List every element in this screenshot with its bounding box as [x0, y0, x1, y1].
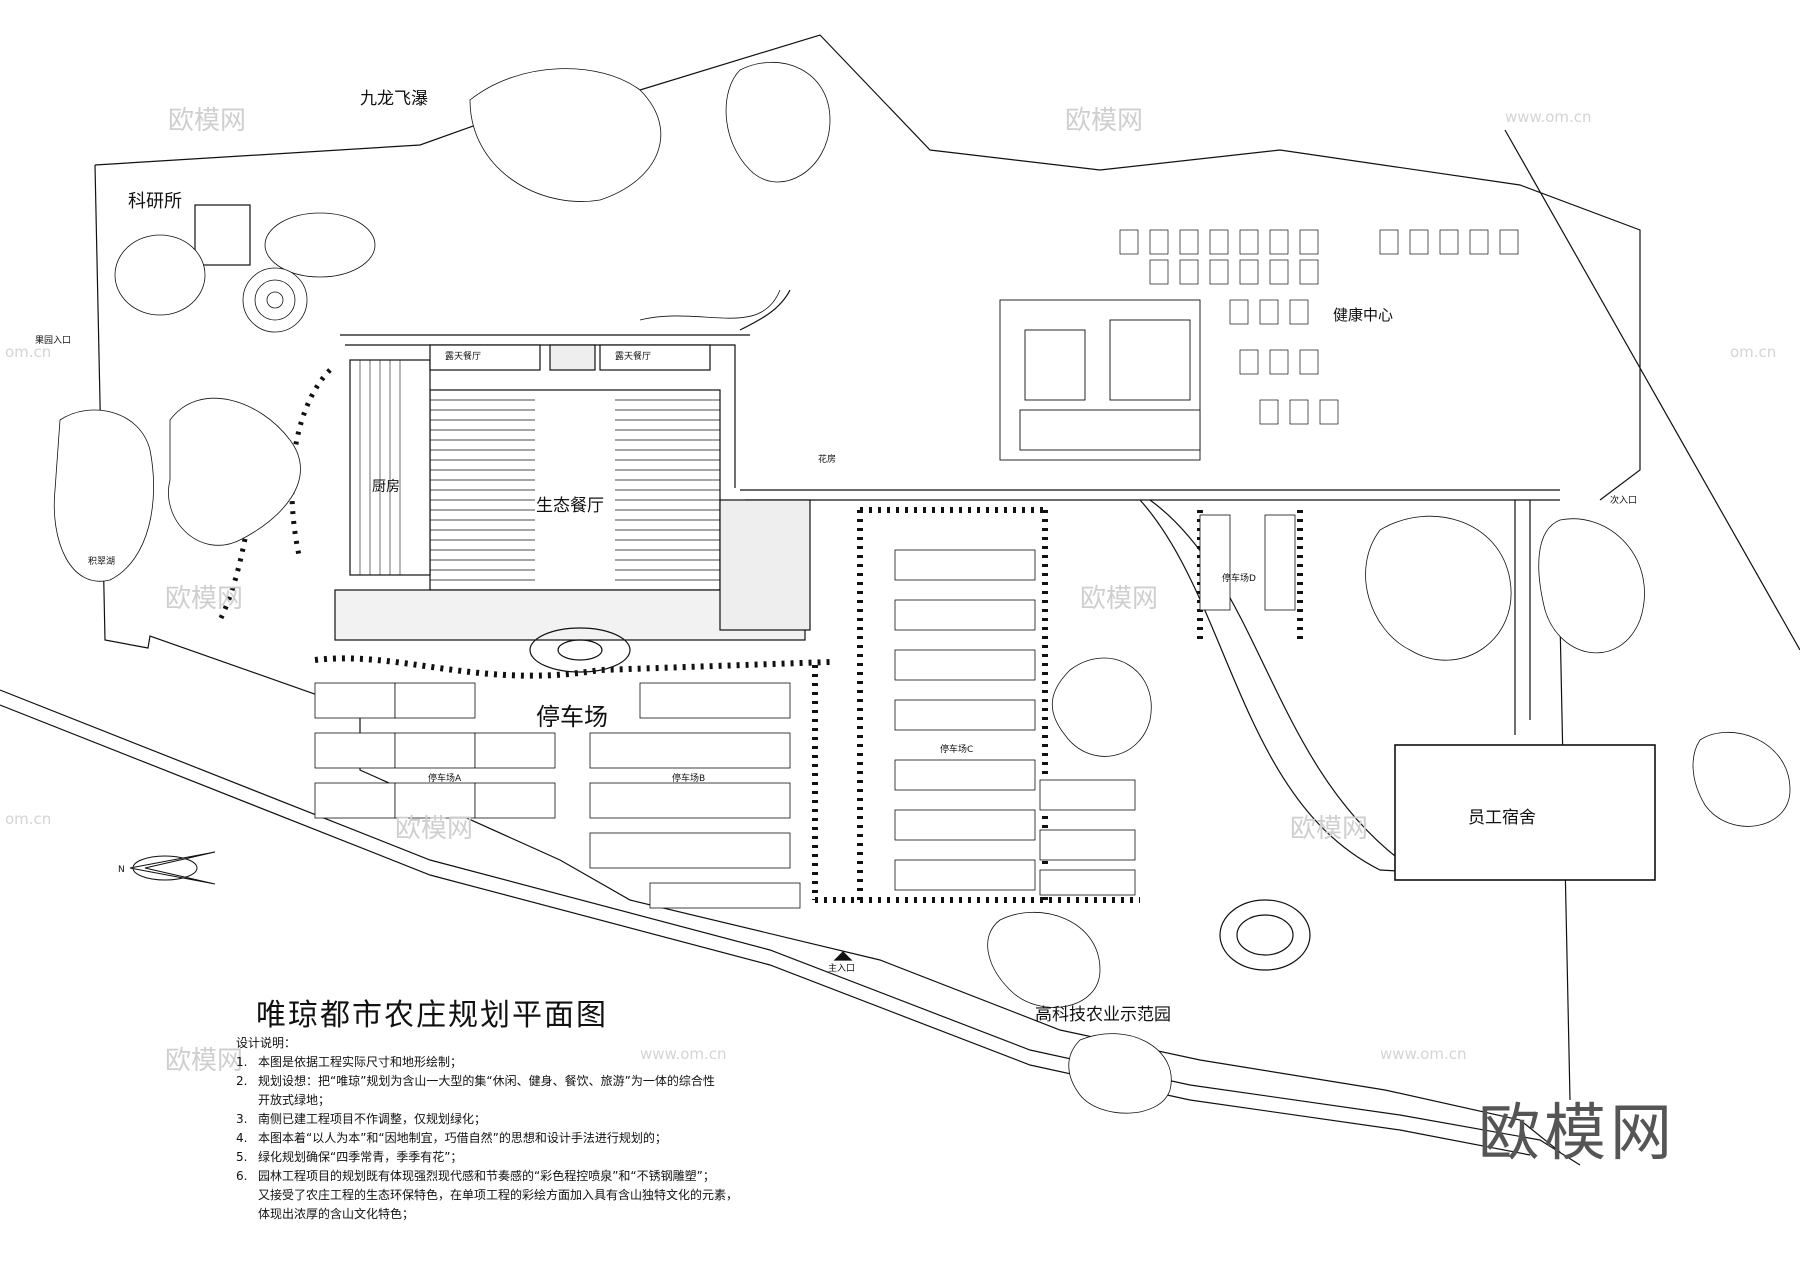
entrance-marker [833, 951, 853, 961]
note-text: 绿化规划确保“四季常青，季季有花”； [258, 1150, 463, 1164]
note-item: 4. 本图本着“以人为本”和“因地制宜，巧借自然”的思想和设计手法进行规划的； [236, 1129, 738, 1148]
label-parking-d: 停车场D [1222, 574, 1256, 584]
watermark-url: om.cn [1730, 343, 1777, 361]
villas [1119, 229, 1519, 425]
label-jiulong-waterfall: 九龙飞瀑 [360, 89, 428, 109]
label-jicui-lake: 积翠湖 [88, 557, 116, 567]
label-open-air-restaurant: 露天餐厅 [445, 352, 482, 362]
label-kitchen: 厨房 [372, 479, 400, 495]
note-number: 2. [236, 1074, 248, 1088]
research-building [194, 204, 251, 266]
watermark-url: www.om.cn [640, 1045, 727, 1063]
label-research-institute: 科研所 [125, 186, 185, 214]
label-parking-b: 停车场B [672, 774, 706, 784]
watermark-url: www.om.cn [1380, 1045, 1467, 1063]
label-secondary-entrance: 次入口 [1610, 496, 1638, 506]
restaurant-hatch [430, 399, 720, 581]
note-continuation: 开放式绿地； [258, 1093, 331, 1107]
label-open-air-restaurant: 露天餐厅 [615, 352, 652, 362]
tree-rows [217, 368, 1303, 903]
note-number: 3. [236, 1112, 248, 1126]
watermark-brand: 欧模网 [1065, 106, 1144, 136]
note-number: 5. [236, 1150, 248, 1164]
label-parking-a: 停车场A [428, 774, 462, 784]
north-arrow [129, 851, 216, 885]
note-continuation: 又接受了农庄工程的生态环保特色，在单项工程的彩绘方面加入具有含山独特文化的元素， [258, 1188, 739, 1202]
watermark-url: om.cn [5, 343, 52, 361]
label-hitech-agri-park: 高科技农业示范园 [1035, 1005, 1171, 1025]
staff-dorm [1394, 744, 1656, 881]
label-eco-restaurant: 生态餐厅 [536, 496, 604, 516]
note-item: 1. 本图是依据工程实际尺寸和地形绘制； [236, 1053, 738, 1072]
note-text: 规划设想：把“唯琼”规划为含山一大型的集“休闲、健身、餐饮、旅游”为一体的综合性 [258, 1074, 715, 1088]
plaza-right [719, 499, 811, 631]
note-item: 6. 园林工程项目的规划既有体现强烈现代感和节奏感的“彩色程控喷泉”和“不锈钢雕… [236, 1167, 738, 1186]
inner-road [740, 489, 1561, 881]
watermark-brand: 欧模网 [395, 814, 474, 844]
label-main-entrance: 主入口 [828, 964, 856, 974]
label-flower-house: 花房 [818, 455, 837, 465]
label-staff-dorm: 员工宿舍 [1468, 808, 1536, 828]
note-item: 5. 绿化规划确保“四季常青，季季有花”； [236, 1148, 738, 1167]
notes-heading: 设计说明： [236, 1036, 297, 1050]
watermark-brand: 欧模网 [168, 106, 247, 136]
note-text: 南侧已建工程项目不作调整，仅规划绿化； [258, 1112, 487, 1126]
watermark-brand: 欧模网 [1290, 814, 1369, 844]
design-notes: 设计说明： 1. 本图是依据工程实际尺寸和地形绘制； 2. 规划设想：把“唯琼”… [236, 1034, 738, 1224]
watermark-brand: 欧模网 [1080, 584, 1159, 614]
watermark-brand-large: 欧模网 [1478, 1096, 1677, 1169]
label-north: N [118, 865, 125, 875]
note-number: 4. [236, 1131, 248, 1145]
note-number: 6. [236, 1169, 248, 1183]
terrace-1 [429, 344, 541, 371]
watermark-url: www.om.cn [1505, 108, 1592, 126]
label-parking-c: 停车场C [940, 745, 974, 755]
label-parking: 停车场 [536, 703, 608, 731]
watermark-url: om.cn [5, 810, 52, 828]
terrace-2 [599, 344, 711, 371]
note-number: 1. [236, 1055, 248, 1069]
fountain [529, 627, 631, 673]
watermark-brand: 欧模网 [165, 584, 244, 614]
label-orchard-entrance: 果园入口 [35, 336, 72, 346]
terrace-3 [549, 344, 596, 371]
note-text: 园林工程项目的规划既有体现强烈现代感和节奏感的“彩色程控喷泉”和“不锈钢雕塑”； [258, 1169, 715, 1183]
parking-stalls [314, 514, 1296, 909]
page-title: 唯琼都市农庄规划平面图 [256, 998, 608, 1033]
note-text: 本图本着“以人为本”和“因地制宜，巧借自然”的思想和设计手法进行规划的； [258, 1131, 667, 1145]
watermark-brand: 欧模网 [165, 1046, 244, 1076]
label-health-center: 健康中心 [1333, 306, 1394, 324]
health-center [999, 299, 1201, 461]
note-item: 2. 规划设想：把“唯琼”规划为含山一大型的集“休闲、健身、餐饮、旅游”为一体的… [236, 1072, 738, 1091]
vegetation [53, 62, 1791, 1114]
note-continuation: 体现出浓厚的含山文化特色； [258, 1207, 415, 1221]
note-text: 本图是依据工程实际尺寸和地形绘制； [258, 1055, 463, 1069]
site-boundary [94, 34, 1800, 1153]
note-item: 3. 南侧已建工程项目不作调整，仅规划绿化； [236, 1110, 738, 1129]
